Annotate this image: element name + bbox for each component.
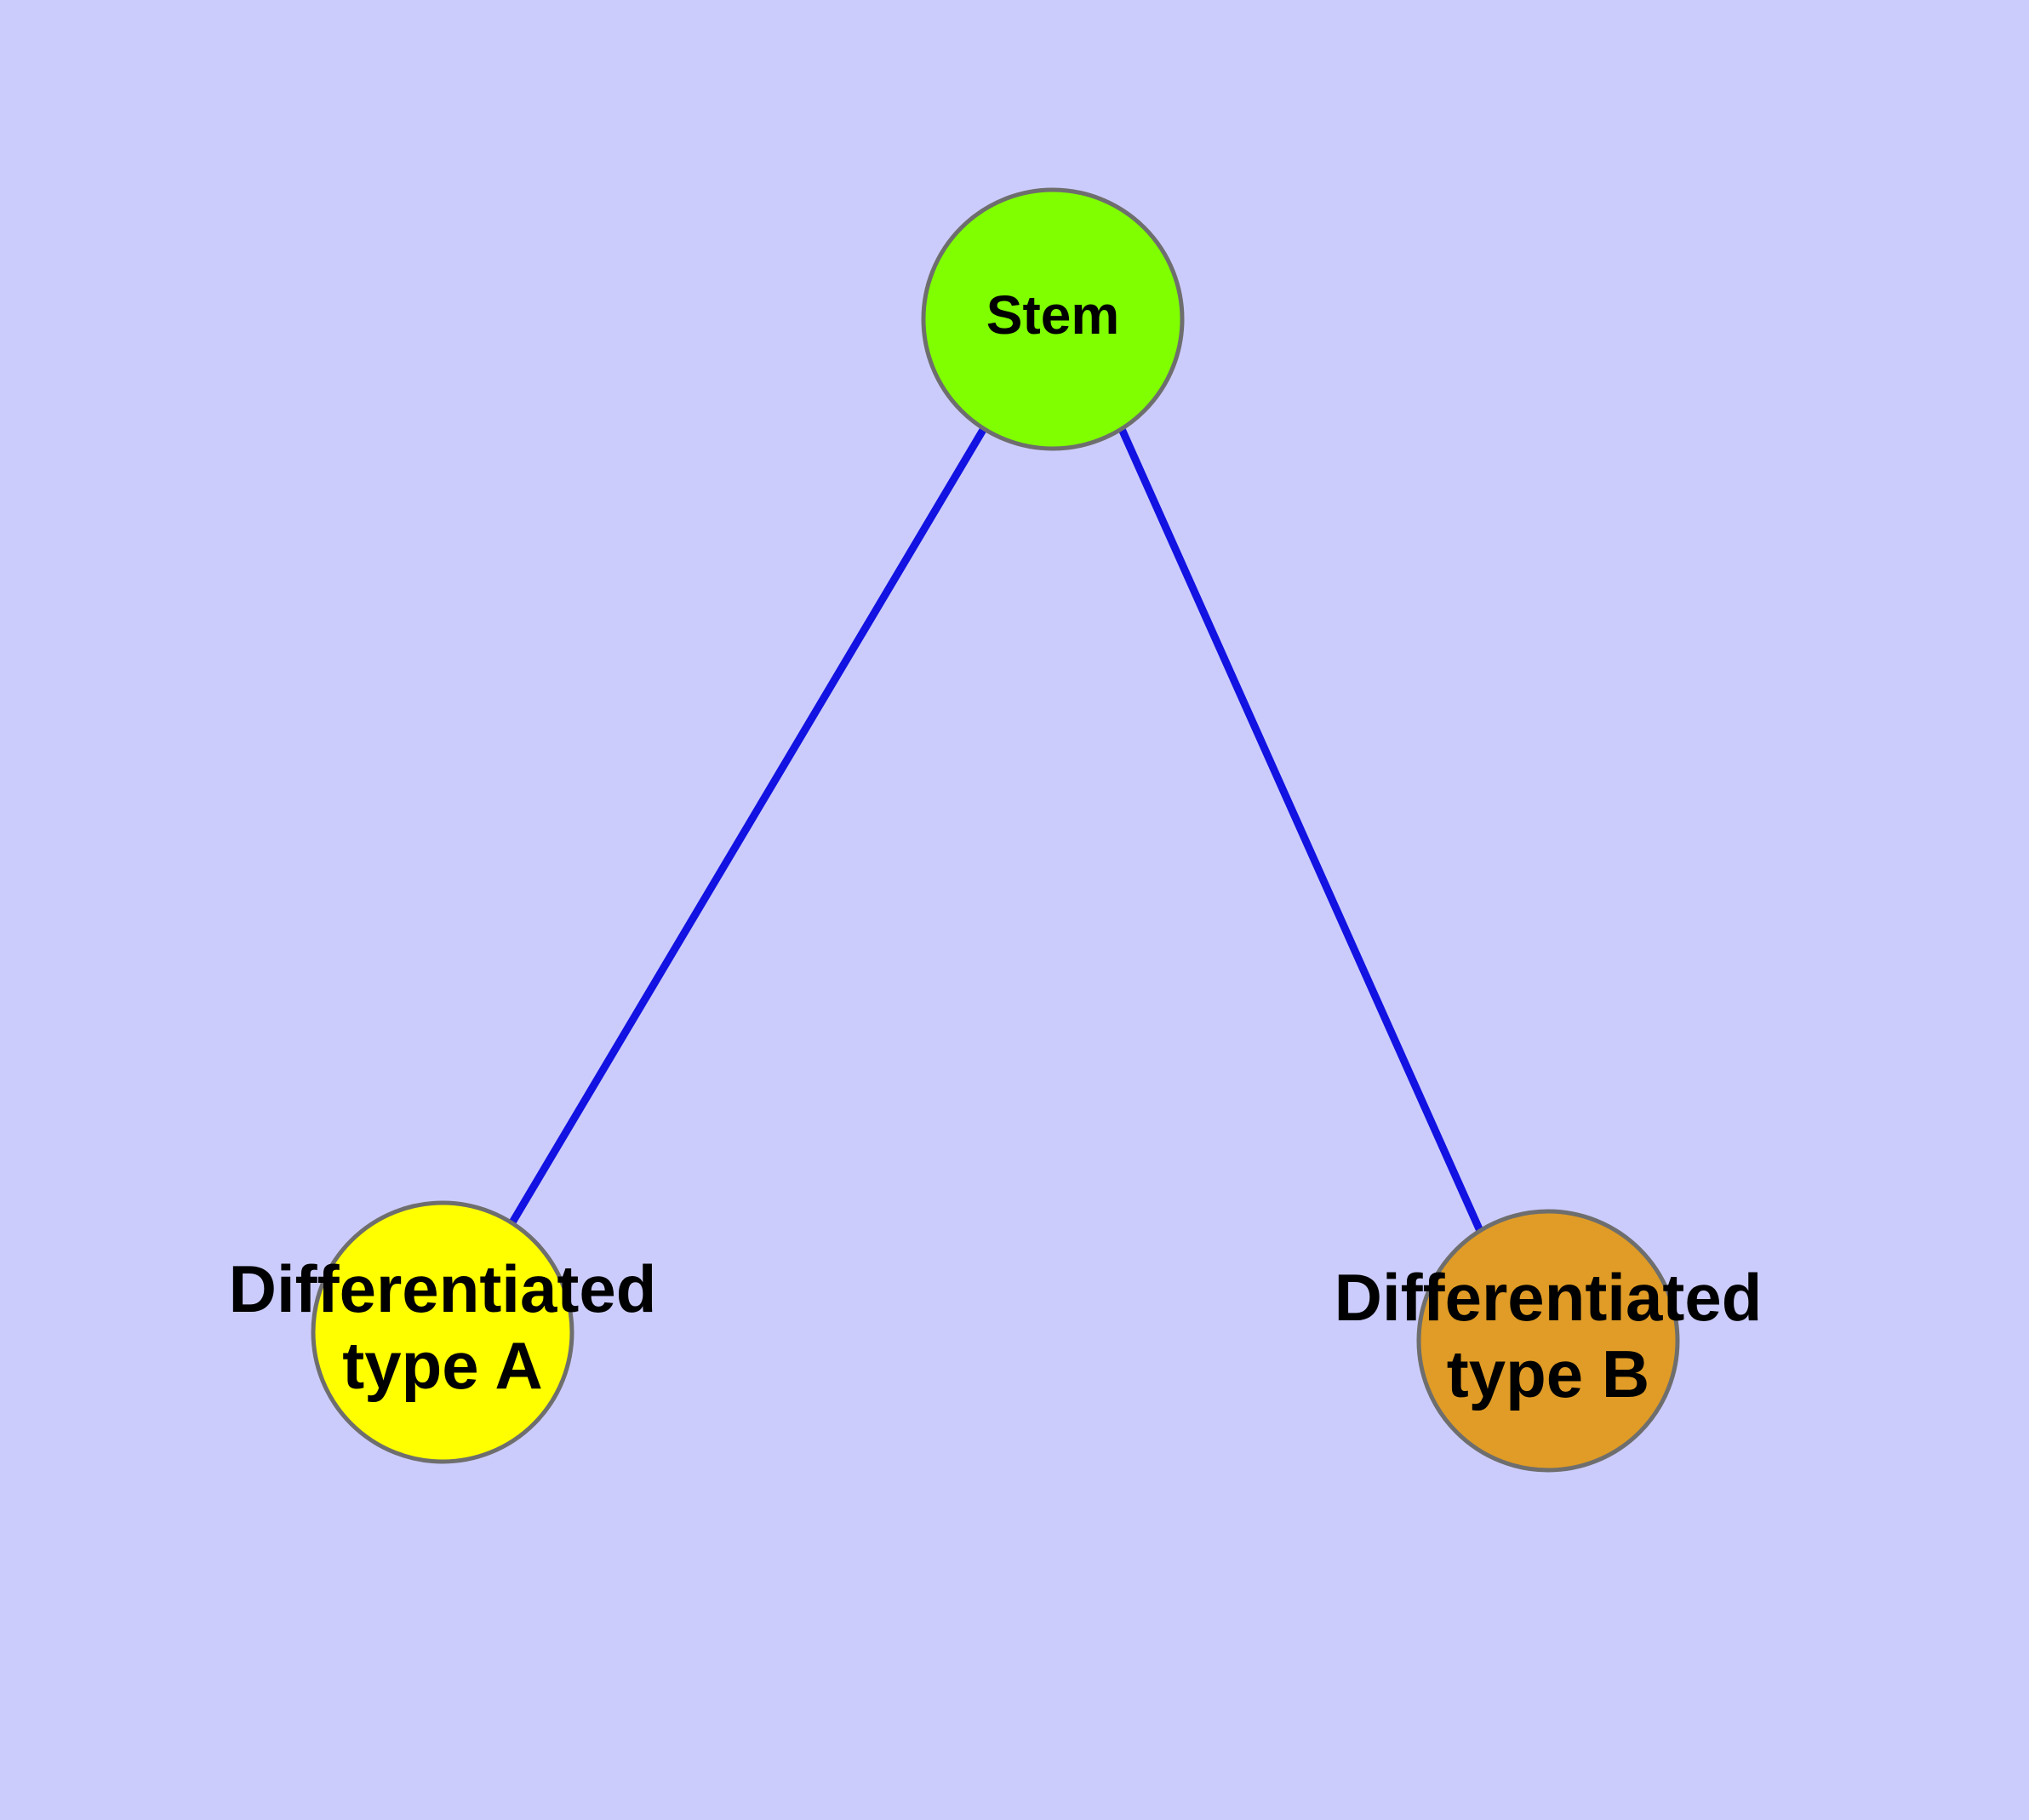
node-label-line: Differentiated (229, 1251, 657, 1325)
node-stem[interactable]: Stem (921, 187, 1185, 451)
node-circle-diff_b[interactable] (1416, 1209, 1680, 1473)
node-label-line: Differentiated (1335, 1259, 1763, 1334)
node-label-line: type A (342, 1328, 543, 1403)
node-label-line: type B (1447, 1336, 1649, 1411)
node-circle-stem[interactable] (921, 187, 1185, 451)
node-label-stem: Stem (986, 284, 1120, 346)
node-label-line: Stem (986, 284, 1120, 346)
edge-stem-to-diff-b (1117, 427, 1484, 1233)
edge-stem-to-diff-a (509, 427, 986, 1225)
node-circle-diff_a[interactable] (311, 1200, 574, 1464)
edges-group (509, 427, 1484, 1233)
